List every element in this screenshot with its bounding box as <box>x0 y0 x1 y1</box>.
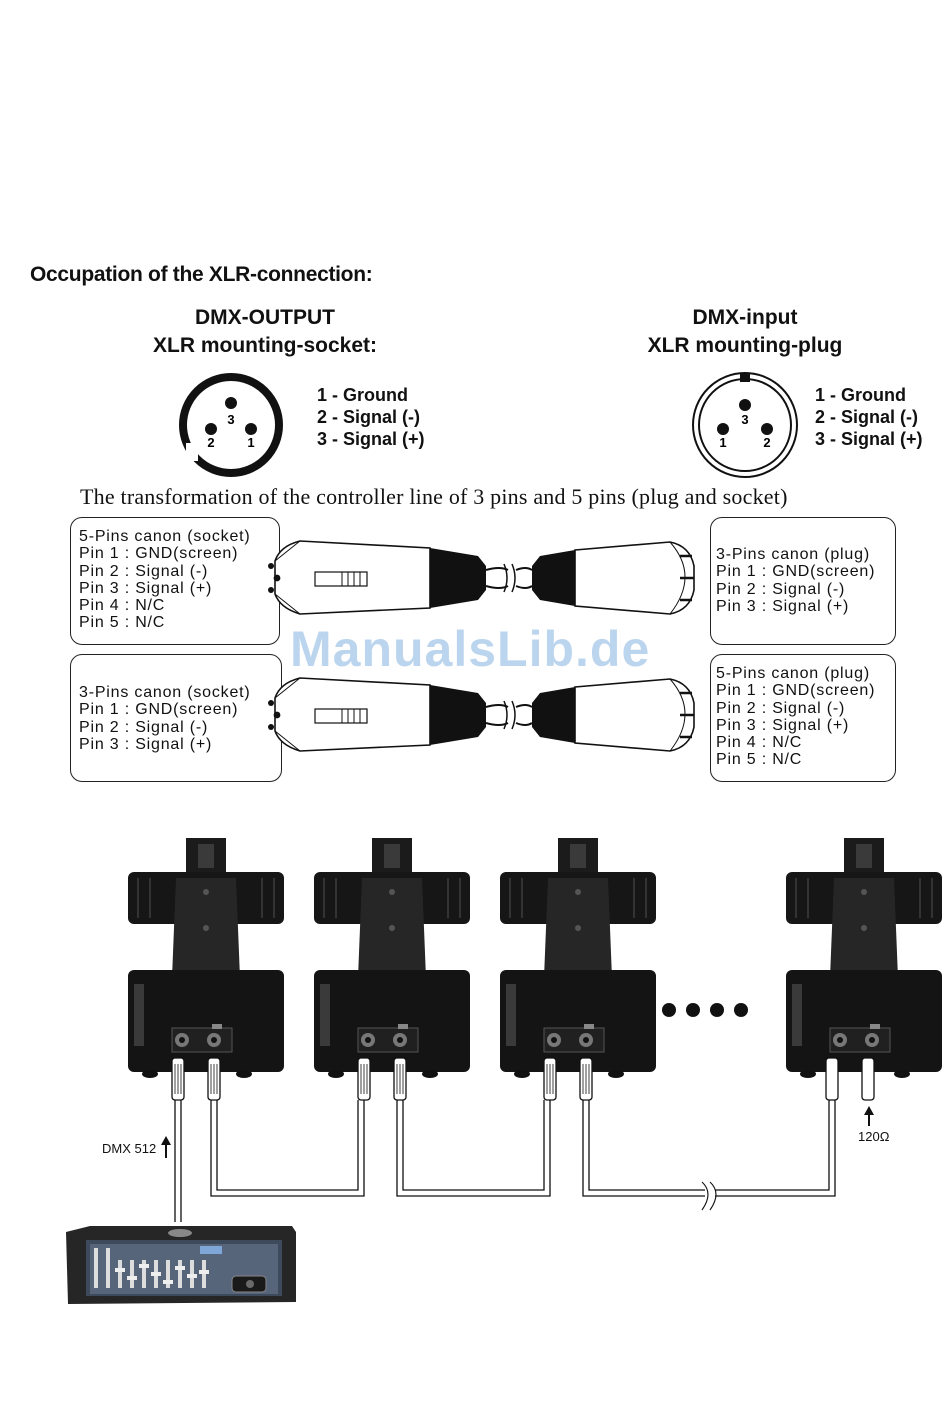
output-pin-1: 1 - Ground <box>317 385 408 405</box>
plug-pin-2 <box>761 423 773 435</box>
section-title: Occupation of the XLR-connection: <box>30 263 373 286</box>
adapter-1-right-box: 3-Pins canon (plug) Pin 1 : GND(screen) … <box>710 517 896 645</box>
socket-pin-3 <box>225 397 237 409</box>
dmx-512-label: DMX 512 <box>102 1141 157 1156</box>
adapter-1-right-pin-1: Pin 1 : GND(screen) <box>716 563 876 581</box>
adapter-1-left-text: 5-Pins canon (socket) Pin 1 : GND(screen… <box>79 528 251 632</box>
adapter-2-right-pin-5: Pin 5 : N/C <box>716 751 803 769</box>
plug-key <box>740 374 750 382</box>
adapter-2-left-title: 3-Pins canon (socket) <box>79 684 251 701</box>
adapter-1-left-pin-4: Pin 4 : N/C <box>79 597 166 615</box>
socket-pin-2 <box>205 423 217 435</box>
adapter-2-right-pin-1: Pin 1 : GND(screen) <box>716 682 876 700</box>
dmx-input-title: DMX-input <box>692 306 798 329</box>
adapter-2-right-pin-2: Pin 2 : Signal (-) <box>716 699 846 717</box>
plug-pin-label-3: 3 <box>741 412 748 427</box>
adapter-2-right-title: 5-Pins canon (plug) <box>716 665 870 682</box>
adapter-2-left-pin-1: Pin 1 : GND(screen) <box>79 701 239 719</box>
fixture-4-input-plug-icon <box>825 1057 839 1101</box>
watermark: ManualsLib.de <box>290 621 651 677</box>
adapter-1-right-text: 3-Pins canon (plug) Pin 1 : GND(screen) … <box>716 546 875 615</box>
adapter-caption: The transformation of the controller lin… <box>80 484 788 509</box>
adapter-1-left-pin-5: Pin 5 : N/C <box>79 614 166 632</box>
dmx-cable-lines <box>174 1100 836 1222</box>
terminator-plug-icon <box>861 1057 875 1101</box>
dmx-input-header: DMX-input XLR mounting-plug <box>600 304 890 360</box>
dmx-input-arrow-icon <box>161 1136 171 1158</box>
output-pin-3: 3 - Signal (+) <box>317 429 425 449</box>
adapter-2-right-text: 5-Pins canon (plug) Pin 1 : GND(screen) … <box>716 665 875 769</box>
terminator-arrow-icon <box>864 1106 874 1126</box>
plug-pin-label-1: 1 <box>719 435 726 450</box>
adapter-1-left-box: 5-Pins canon (socket) Pin 1 : GND(screen… <box>70 517 280 645</box>
dmx-output-title: DMX-OUTPUT <box>195 306 335 329</box>
adapter-2-right-box: 5-Pins canon (plug) Pin 1 : GND(screen) … <box>710 654 896 782</box>
plug-pin-3 <box>739 399 751 411</box>
dmx-output-header: DMX-OUTPUT XLR mounting-socket: <box>110 304 420 360</box>
socket-pin-label-1: 1 <box>247 435 254 450</box>
adapter-1-right-title: 3-Pins canon (plug) <box>716 546 870 563</box>
fixture-1-icon <box>127 837 285 1079</box>
adapter-2-left-pin-2: Pin 2 : Signal (-) <box>79 718 209 736</box>
adapter-1-left-pin-1: Pin 1 : GND(screen) <box>79 545 239 563</box>
input-pin-2: 2 - Signal (-) <box>815 407 918 427</box>
adapter-2-right-pin-3: Pin 3 : Signal (+) <box>716 716 850 734</box>
fixture-2-icon <box>313 837 471 1079</box>
adapter-2-left-pin-3: Pin 3 : Signal (+) <box>79 735 213 753</box>
input-pin-list: 1 - Ground 2 - Signal (-) 3 - Signal (+) <box>815 384 923 450</box>
adapter-2-left-text: 3-Pins canon (socket) Pin 1 : GND(screen… <box>79 684 251 753</box>
dmx-controller-icon <box>66 1226 296 1304</box>
output-pin-2: 2 - Signal (-) <box>317 407 420 427</box>
adapter-1-left-pin-3: Pin 3 : Signal (+) <box>79 579 213 597</box>
input-pin-3: 3 - Signal (+) <box>815 429 923 449</box>
fixture-3-icon <box>499 837 657 1079</box>
dmx-input-subtitle: XLR mounting-plug <box>647 334 843 357</box>
adapter-1-left-title: 5-Pins canon (socket) <box>79 528 251 545</box>
dmx-output-subtitle: XLR mounting-socket: <box>153 334 377 357</box>
socket-key-notch <box>186 443 198 461</box>
socket-pin-label-2: 2 <box>207 435 214 450</box>
socket-pin-label-3: 3 <box>227 412 234 427</box>
adapter-1-left-pin-2: Pin 2 : Signal (-) <box>79 562 209 580</box>
socket-pin-1 <box>245 423 257 435</box>
ellipsis-dots-icon <box>662 1003 748 1017</box>
xlr-socket-icon: 3 2 1 <box>179 373 283 477</box>
plug-pin-1 <box>717 423 729 435</box>
adapter-2-right-pin-4: Pin 4 : N/C <box>716 734 803 752</box>
output-pin-list: 1 - Ground 2 - Signal (-) 3 - Signal (+) <box>317 384 425 450</box>
fixture-4-icon <box>785 837 943 1079</box>
plug-pin-label-2: 2 <box>763 435 770 450</box>
terminator-label: 120Ω <box>858 1129 890 1144</box>
input-pin-1: 1 - Ground <box>815 385 906 405</box>
adapter-1-right-pin-2: Pin 2 : Signal (-) <box>716 580 846 598</box>
xlr-plug-icon: 3 1 2 <box>692 372 798 478</box>
adapter-1-right-pin-3: Pin 3 : Signal (+) <box>716 597 850 615</box>
adapter-2-left-box: 3-Pins canon (socket) Pin 1 : GND(screen… <box>70 654 282 782</box>
